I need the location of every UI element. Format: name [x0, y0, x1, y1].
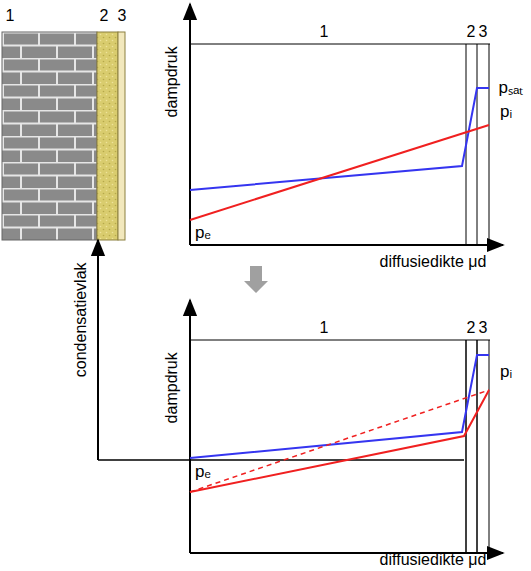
layer-number: 1 — [320, 319, 329, 337]
layer-number: 3 — [118, 7, 127, 25]
layer-number: 3 — [479, 319, 488, 337]
layer-number: 1 — [320, 23, 329, 41]
axis-title: condensatievlak — [71, 263, 89, 378]
curve-label: pᵢ — [500, 363, 512, 382]
layer-number: 2 — [467, 23, 476, 41]
axis-title: diffusiedikte μd — [380, 551, 487, 569]
wall-section — [2, 32, 125, 240]
bottom-chart — [98, 240, 503, 553]
axis-title: dampdruk — [163, 46, 181, 117]
layer-number: 1 — [6, 7, 15, 25]
layer-number: 3 — [479, 23, 488, 41]
layer-number: 2 — [467, 319, 476, 337]
top-chart — [190, 4, 503, 245]
curve-label: pₑ — [195, 224, 211, 243]
curve-label: pₛₐₜ — [499, 79, 524, 98]
layer-number: 2 — [100, 7, 109, 25]
curve-label: pₑ — [195, 463, 211, 482]
transition-arrow — [244, 266, 268, 293]
axis-title: dampdruk — [163, 352, 181, 423]
curve-label: pᵢ — [500, 103, 512, 122]
axis-title: diffusiedikte μd — [380, 253, 487, 271]
